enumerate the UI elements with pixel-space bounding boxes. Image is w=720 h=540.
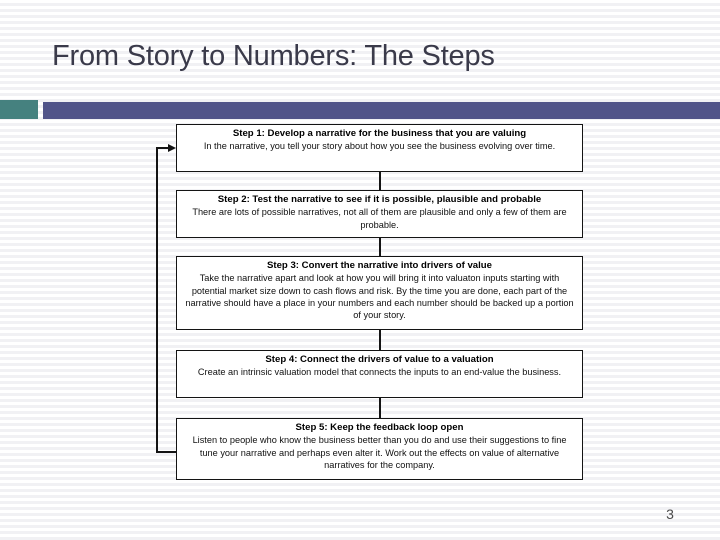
page-number: 3 bbox=[666, 506, 674, 522]
flow-step-4-body: Create an intrinsic valuation model that… bbox=[197, 367, 562, 378]
flow-step-3-body: Take the narrative apart and look at how… bbox=[185, 273, 574, 321]
flow-step-box-1: Step 1: Develop a narrative for the busi… bbox=[176, 124, 583, 172]
flow-step-box-5: Step 5: Keep the feedback loop open List… bbox=[176, 418, 583, 480]
feedback-loop-top-segment bbox=[156, 147, 170, 149]
flow-step-box-4: Step 4: Connect the drivers of value to … bbox=[176, 350, 583, 398]
flow-step-1-body: In the narrative, you tell your story ab… bbox=[203, 141, 556, 152]
flow-step-3-heading: Step 3: Convert the narrative into drive… bbox=[267, 260, 492, 271]
feedback-loop-vertical-segment bbox=[156, 147, 158, 453]
flow-step-5-heading: Step 5: Keep the feedback loop open bbox=[295, 422, 464, 433]
connector-step2-to-step3 bbox=[379, 238, 381, 256]
page-title: From Story to Numbers: The Steps bbox=[52, 40, 495, 72]
feedback-loop-bottom-segment bbox=[156, 451, 177, 453]
flow-step-2-heading: Step 2: Test the narrative to see if it … bbox=[217, 194, 542, 205]
header-rule-teal-block bbox=[0, 100, 38, 119]
flow-step-box-2: Step 2: Test the narrative to see if it … bbox=[176, 190, 583, 238]
connector-step1-to-step2 bbox=[379, 172, 381, 190]
feedback-loop-arrowhead-icon bbox=[168, 143, 176, 152]
flow-step-4-heading: Step 4: Connect the drivers of value to … bbox=[265, 354, 494, 365]
flow-step-5-body: Listen to people who know the business b… bbox=[192, 435, 567, 470]
flow-step-1-heading: Step 1: Develop a narrative for the busi… bbox=[232, 128, 527, 139]
connector-step3-to-step4 bbox=[379, 330, 381, 350]
header-rule-purple-bar bbox=[43, 102, 720, 119]
connector-step4-to-step5 bbox=[379, 398, 381, 418]
flow-step-2-body: There are lots of possible narratives, n… bbox=[192, 207, 567, 230]
flow-step-box-3: Step 3: Convert the narrative into drive… bbox=[176, 256, 583, 330]
